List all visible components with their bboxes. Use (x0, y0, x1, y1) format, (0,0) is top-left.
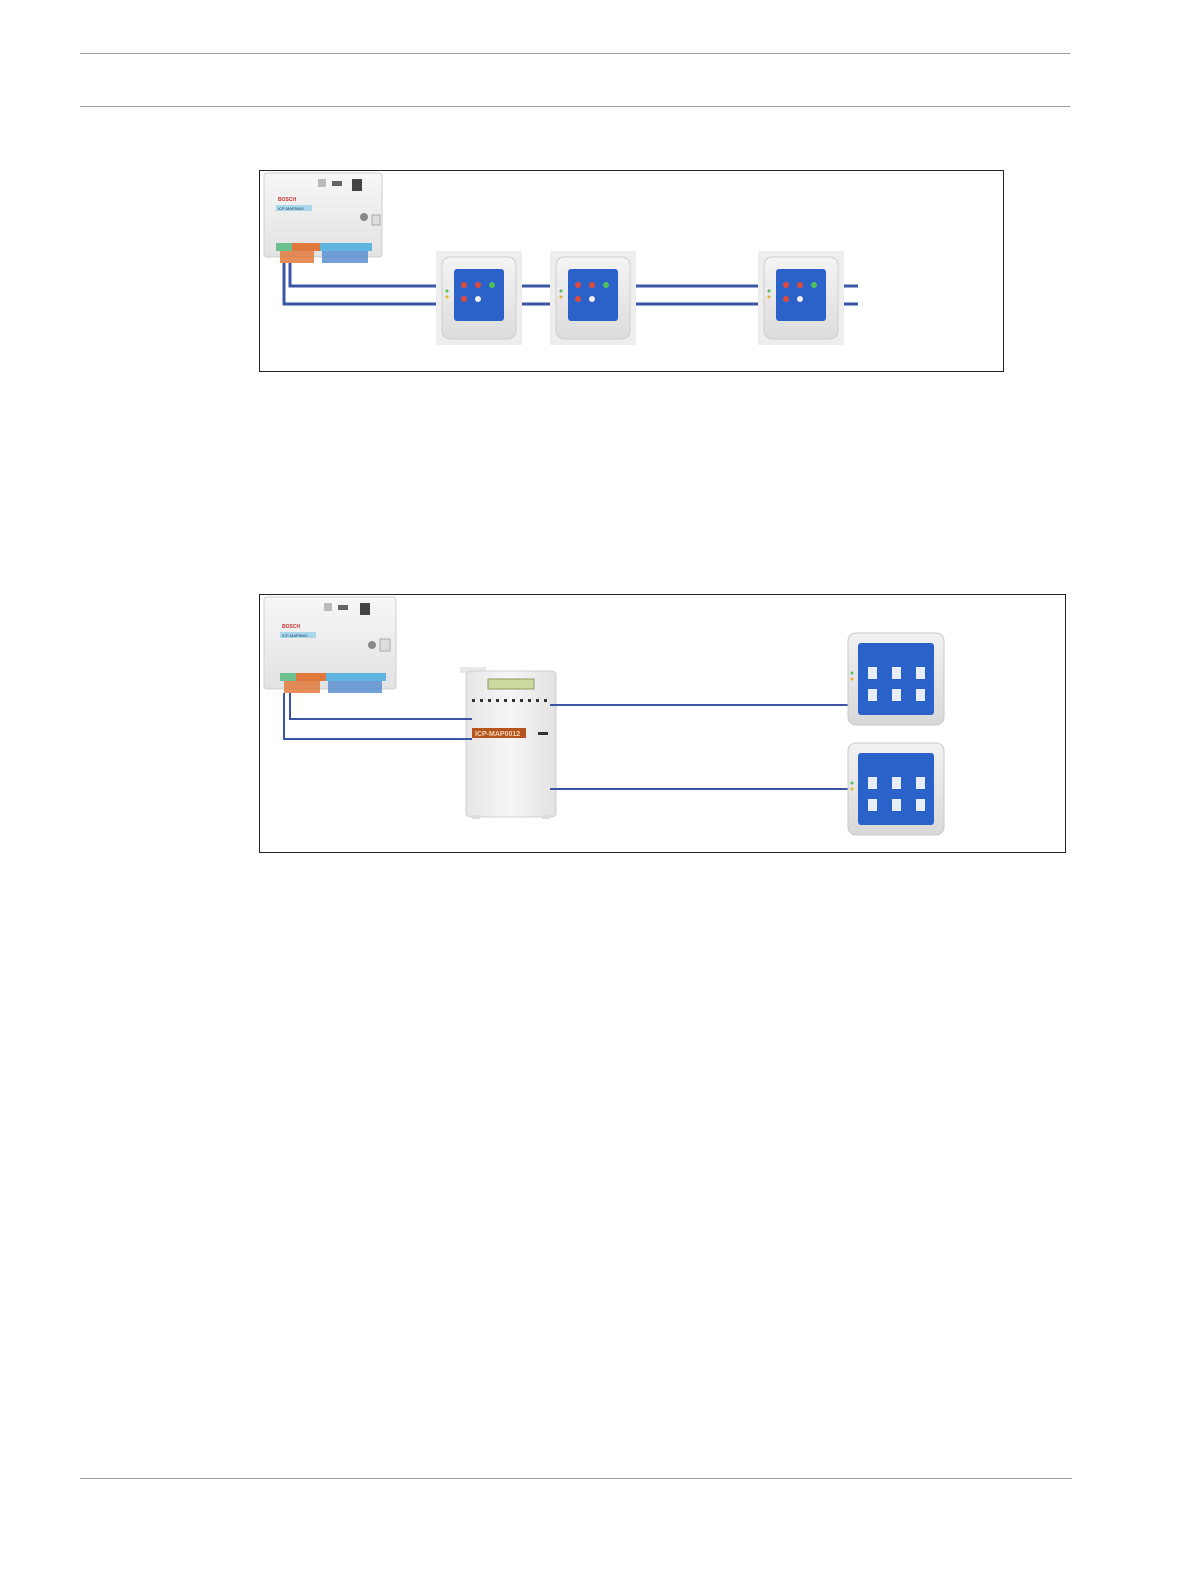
figure-2-diagram: BOSCH ICP-MAP5000 ICP-MAP0012 (260, 595, 1065, 852)
controller-panel: BOSCH ICP-MAP5000 (264, 597, 396, 693)
figure-1-diagram: BOSCH ICP-MAP5000 (260, 171, 1003, 371)
controller-brand: BOSCH (278, 197, 296, 203)
controller-model: ICP-MAP5000 (282, 633, 308, 638)
keypad-3 (758, 251, 844, 345)
controller-brand: BOSCH (282, 624, 300, 630)
figure-1-frame: BOSCH ICP-MAP5000 (259, 170, 1004, 372)
controller-panel: BOSCH ICP-MAP5000 (264, 173, 382, 263)
header-rule-bottom (80, 106, 1070, 107)
keypad-2 (550, 251, 636, 345)
footer-rule (80, 1478, 1072, 1479)
keypad-1 (848, 633, 944, 725)
keypad-1 (436, 251, 522, 345)
keypad-2 (848, 743, 944, 835)
figure-2-frame: BOSCH ICP-MAP5000 ICP-MAP0012 (259, 594, 1066, 853)
power-supply-module: ICP-MAP0012 (460, 667, 556, 819)
bus-wiring (284, 693, 852, 789)
header-rule-top (80, 53, 1070, 54)
power-supply-label: ICP-MAP0012 (475, 731, 520, 738)
controller-model: ICP-MAP5000 (278, 206, 304, 211)
